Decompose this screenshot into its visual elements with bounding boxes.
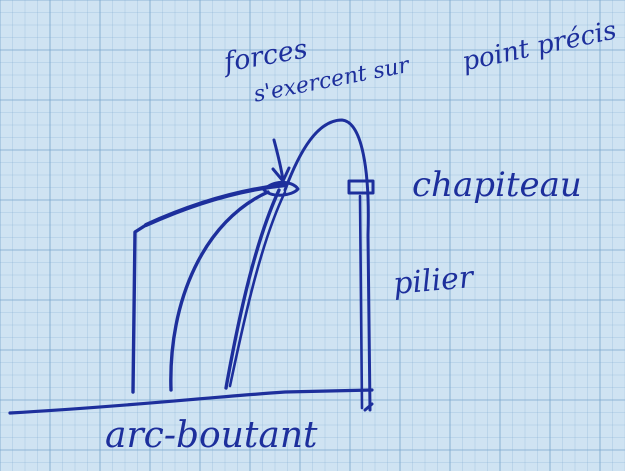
- buttress-inner-arch: [169, 190, 270, 392]
- label-chapiteau: chapiteau: [412, 165, 582, 205]
- buttress-pier-edge: [224, 188, 281, 390]
- buttress-outer-wall: [131, 223, 148, 394]
- label-arc-boutant: arc-boutant: [105, 415, 318, 456]
- buttress-arch-edge: [228, 190, 287, 388]
- force-arrowhead-icon: [271, 166, 291, 183]
- contact-point-mark: [262, 180, 300, 197]
- ground-line: [8, 388, 374, 415]
- label-pilier: pilier: [391, 260, 475, 302]
- capital-block: [347, 179, 375, 195]
- pillar-outline: [283, 118, 372, 412]
- pillar-base-foot: [363, 402, 374, 412]
- pillar-inner-line: [358, 194, 364, 410]
- force-arrow-icon: [272, 138, 285, 182]
